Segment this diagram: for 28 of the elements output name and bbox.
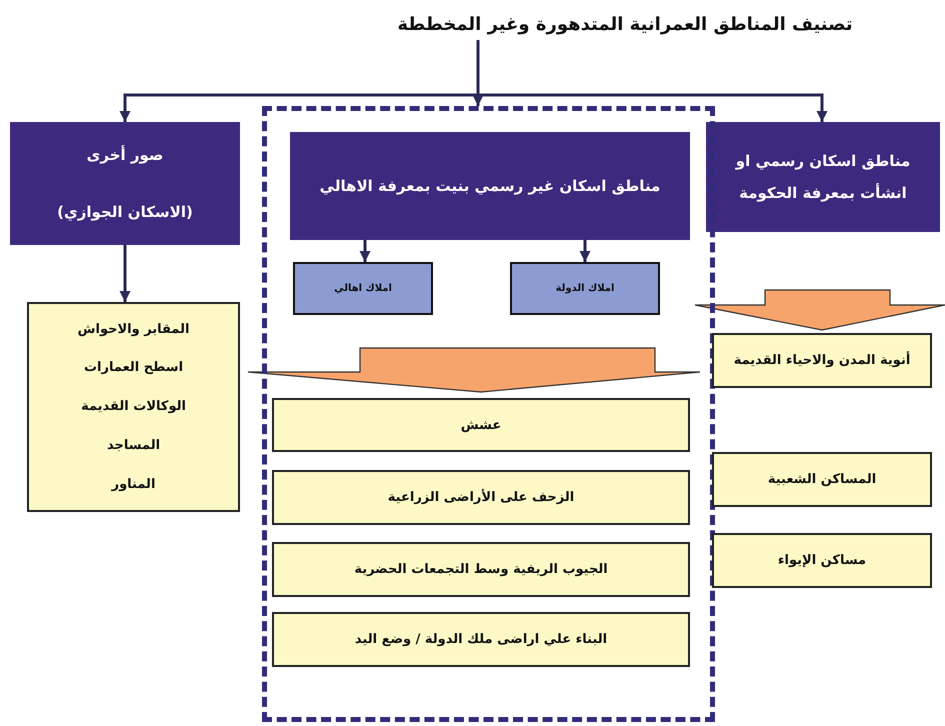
- item-box: المساكن الشعبية: [712, 452, 932, 507]
- box-text: الوكالات القديمة: [81, 399, 186, 415]
- arrow: [120, 40, 480, 122]
- arrow: [360, 240, 370, 262]
- box-text: صور أخرى: [86, 146, 164, 164]
- box-text: (الاسكان الجوازي): [57, 203, 193, 222]
- box-text: المناور: [112, 476, 156, 492]
- category-box: [10, 122, 240, 245]
- block-arrow: [247, 347, 701, 393]
- category-box: مناطق اسكان رسمي او انشأت بمعرفة الحكومة: [706, 122, 940, 232]
- item-box: مساكن الإيواء: [712, 533, 932, 588]
- item-list-box: [27, 302, 240, 512]
- item-box: الزحف على الأراضى الزراعية: [272, 470, 690, 525]
- box-text: المقابر والاحواش: [78, 322, 190, 338]
- dashed-frame: [262, 106, 715, 722]
- sub-category-box: املاك اهالي: [293, 262, 433, 315]
- item-box: الجيوب الريفية وسط التجمعات الحضرية: [272, 542, 690, 597]
- arrow: [580, 240, 590, 262]
- block-arrow: [694, 289, 945, 331]
- arrow: [120, 245, 130, 302]
- item-box: عشش: [272, 398, 690, 452]
- box-text: اسطح العمارات: [84, 360, 184, 376]
- box-text: المساجد: [106, 438, 160, 454]
- item-box: أنوية المدن والاحياء القديمة: [712, 333, 932, 388]
- category-box: مناطق اسكان غير رسمي بنيت بمعرفة الاهالي: [290, 132, 690, 240]
- item-box: البناء علي اراضى ملك الدولة / وضع اليد: [272, 612, 690, 667]
- sub-category-box: املاك الدولة: [510, 262, 660, 315]
- title: تصنيف المناطق العمرانية المتدهورة وغير المخططة: [370, 8, 880, 40]
